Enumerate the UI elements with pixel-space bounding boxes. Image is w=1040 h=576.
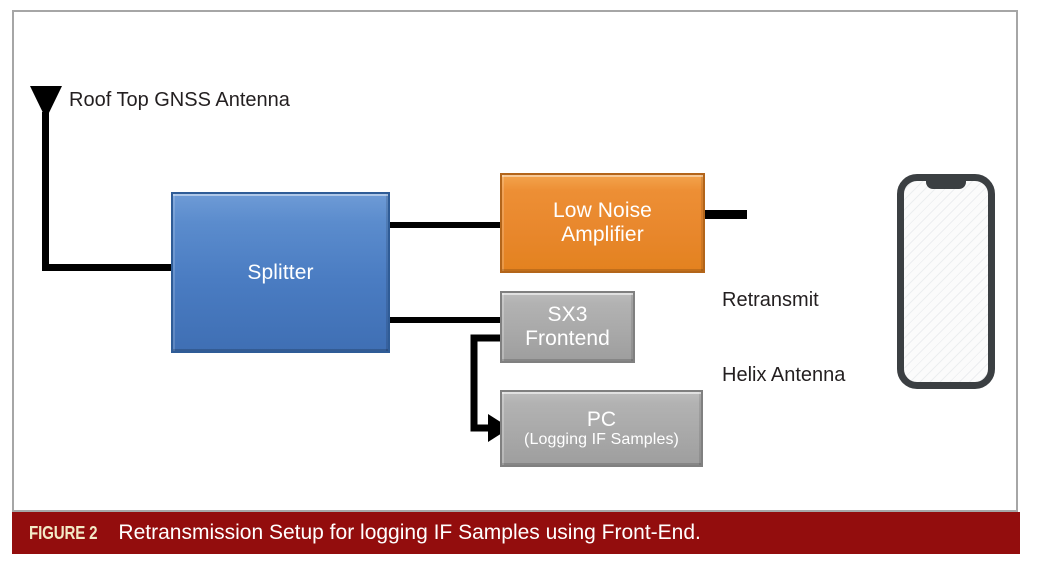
figure-number-label: FIGURE 2	[29, 522, 98, 543]
node-lna-label-line1: Low Noise	[553, 199, 652, 223]
node-pc-label-line1: PC	[586, 407, 617, 431]
diagram-canvas: Roof Top GNSS Antenna Splitter Low Noise…	[30, 86, 995, 467]
node-splitter-label-line1: Splitter	[247, 260, 314, 284]
node-pc[interactable]: PC (Logging IF Samples)	[500, 390, 703, 467]
figure-caption-bar: FIGURE 2 Retransmission Setup for loggin…	[12, 512, 1020, 554]
splitter-to-sx3-line	[388, 317, 502, 323]
roof-top-antenna-label: Roof Top GNSS Antenna	[69, 89, 290, 111]
node-sx3-label-line1: SX3	[547, 303, 588, 327]
smartphone-notch	[926, 181, 966, 189]
node-splitter[interactable]: Splitter	[171, 192, 390, 353]
lna-to-helix-antenna-stub	[705, 210, 747, 219]
node-low-noise-amplifier[interactable]: Low Noise Amplifier	[500, 173, 705, 273]
sx3-to-pc-arrow	[470, 334, 510, 442]
node-sx3-label-line2: Frontend	[525, 327, 610, 350]
node-lna-label-line2: Amplifier	[561, 223, 644, 246]
antenna-to-splitter-line	[42, 264, 174, 271]
antenna-mast-line	[42, 112, 49, 271]
node-sx3-frontend[interactable]: SX3 Frontend	[500, 291, 635, 363]
smartphone-icon	[897, 174, 995, 389]
retransmit-helix-antenna-label: Retransmit Helix Antenna	[722, 238, 845, 438]
node-pc-label-line2: (Logging IF Samples)	[524, 431, 679, 449]
retransmit-helix-antenna-label-line2: Helix Antenna	[722, 364, 846, 386]
splitter-to-lna-line	[388, 222, 502, 228]
figure-caption-text: Retransmission Setup for logging IF Samp…	[118, 521, 701, 544]
retransmit-helix-antenna-label-line1: Retransmit	[722, 289, 819, 311]
